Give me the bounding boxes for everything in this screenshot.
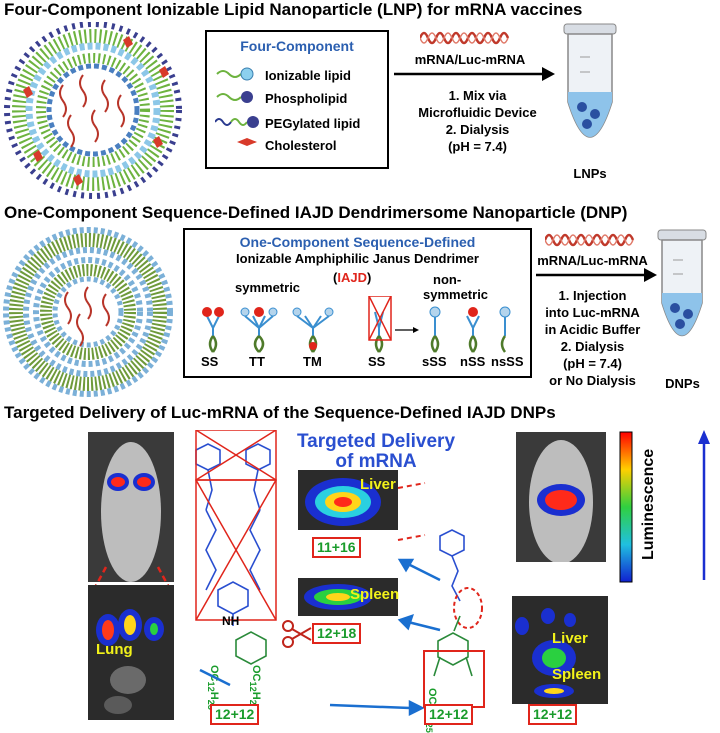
luminescence-label: Luminescence [640,448,657,560]
non-symmetric-label-1: non- [433,272,462,287]
lung-organs-image: Lung [88,585,174,720]
dnp-tube-icon [657,229,707,336]
mouse-silhouette-lung [101,442,161,582]
section2-arrow [536,268,657,282]
legend-cholesterol: Cholesterol [265,138,337,153]
spleen-label-2: Spleen [552,666,602,683]
dendrimer-label-nss: nSS [460,354,486,369]
iajd-paren-close: ) [366,270,372,285]
legend-pegylated-lipid: PEGylated lipid [265,116,361,131]
mouse-silhouette-liver [529,440,593,564]
lnps-label: LNPs [573,166,607,181]
section2-mrna-label: mRNA/Luc-mRNA [537,253,648,268]
symmetric-label: symmetric [235,280,301,295]
dendrimer-label-ss-2: SS [368,354,386,369]
number-badge-12-18: 12+18 [312,623,362,644]
center-title-line1: Targeted Delivery [296,431,456,452]
flow-arrows [199,482,441,717]
section1-mrna-label: mRNA/Luc-mRNA [414,52,526,67]
spleen-image: Spleen [298,578,400,616]
lung-organs [96,609,164,714]
dendrimer-label-nsss: nsSS [491,354,524,369]
lnp-diagram [4,22,182,199]
dendrimer-label-tt: TT [249,354,265,369]
number-badge-right: 12+12 [528,704,578,725]
non-symmetric-label-2: symmetric [423,287,489,302]
section1-step2: 2. Dialysis [445,122,510,137]
legend-icons [215,67,259,146]
scissors-icon [282,620,312,648]
mouse-image-lung [88,432,174,582]
iajd-box: One-Component Sequence-Defined Ionizable… [183,228,532,378]
section1-step2b: (pH = 7.4) [448,139,507,154]
section1-step1: 1. Mix via [448,88,507,103]
center-title-line2: of mRNA [335,451,417,472]
mrna-helix-icon-2 [545,233,635,247]
number-badge-11-16: 11+16 [312,537,361,558]
iajd-abbr: (IAJD) [333,270,371,285]
mouse-image-liver [516,432,606,564]
section2-step2: 2. Dialysis [560,339,625,354]
dendrimer-label-sss: sSS [422,354,447,369]
liver-label: Liver [360,476,396,493]
section2-step1b: into Luc-mRNA [545,305,640,320]
luminescence-scale [619,430,710,583]
liver-spleen-organs [515,608,576,698]
legend-phospholipid: Phospholipid [265,91,348,106]
number-badge-left: 12+12 [210,704,260,725]
dnps-label: DNPs [665,376,700,391]
liver-spleen-organs-image: Liver Spleen [512,596,608,704]
number-badge-middle: 12+12 [424,704,474,725]
iajd-abbr-text: IAJD [337,270,367,285]
liver-image: Liver [298,470,398,530]
four-component-legend: Four-Component Ionizable lipid Phospholi… [205,30,389,169]
iajd-box-title: One-Component Sequence-Defined [239,234,476,250]
iajd-box-subtitle: Ionizable Amphiphilic Janus Dendrimer [236,251,479,266]
dendrimer-label-ss: SS [201,354,219,369]
dendrimer-structures [202,296,511,353]
chem-nh-label: NH [222,614,240,628]
section1-step1b: Microfluidic Device [418,105,537,120]
section1-title: Four-Component Ionizable Lipid Nanoparti… [4,0,583,19]
section2-step1c: in Acidic Buffer [544,322,641,337]
ionizable-head-structure [423,529,485,708]
section2-step2c: or No Dialysis [549,373,636,388]
spleen-label: Spleen [350,586,400,603]
section2-step2b: (pH = 7.4) [563,356,622,371]
lnp-tube-icon [563,23,617,138]
center-title: Targeted Delivery of mRNA [296,432,456,472]
iajd-chemical-structure [195,430,312,665]
section1-arrow [394,67,555,81]
chem-oc-3: OC [426,688,438,705]
liver-label-2: Liver [552,630,588,647]
lung-label: Lung [96,641,133,658]
legend-title: Four-Component [240,38,354,54]
spleen-heatmap [304,584,372,610]
iajd-paren-open: ( [333,270,338,285]
section2-title: One-Component Sequence-Defined IAJD Dend… [4,203,628,222]
legend-ionizable-lipid: Ionizable lipid [265,68,351,83]
section2-step1: 1. Injection [558,288,627,303]
dendrimer-label-tm: TM [303,354,322,369]
liver-heatmap [305,478,381,526]
mrna-helix-icon [420,31,510,45]
dnp-diagram [3,227,173,397]
section3-title: Targeted Delivery of Luc-mRNA of the Seq… [4,403,556,422]
